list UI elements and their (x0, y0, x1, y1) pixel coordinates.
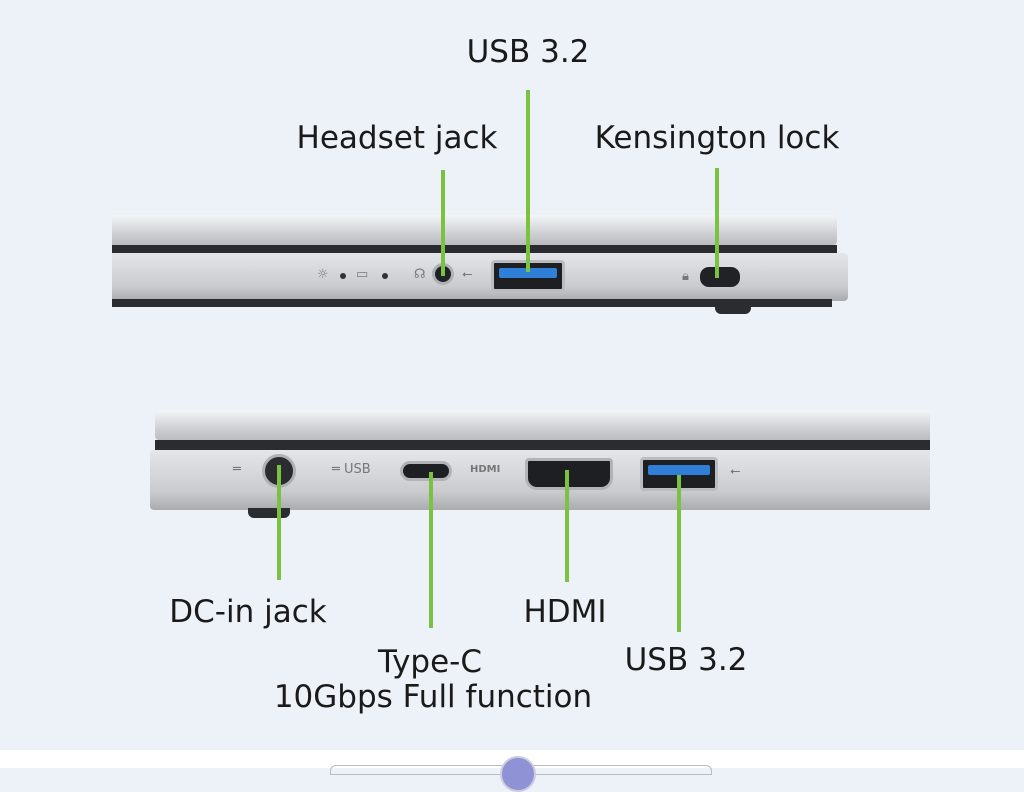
label-headset-jack: Headset jack (296, 120, 498, 156)
usb-port (491, 260, 565, 292)
callout-line-type-c (429, 472, 433, 628)
laptop-left-side: ═ ═ USB HDMI ⭠ (150, 410, 930, 520)
callout-line-bottom-usb (677, 475, 681, 632)
callout-line-top-usb (526, 90, 530, 272)
label-kensington-lock: Kensington lock (594, 120, 840, 156)
dc-symbol-icon: ═ (233, 462, 241, 477)
kensington-slot (700, 267, 740, 287)
battery-led (382, 273, 388, 279)
usb-symbol-icon: ⭠ (462, 267, 473, 282)
usb-symbol-icon: ⭠ (730, 464, 741, 479)
footer-circle-button[interactable] (500, 756, 536, 792)
hinge-gap (155, 440, 930, 450)
rubber-foot (715, 305, 751, 314)
power-light-icon: ☼ (317, 267, 329, 282)
callout-line-dc-in (277, 465, 281, 580)
label-top-usb: USB 3.2 (466, 34, 590, 70)
label-bottom-usb: USB 3.2 (624, 642, 748, 678)
label-dc-in-jack: DC-in jack (169, 594, 327, 630)
lock-icon: 🔒︎ (682, 269, 689, 284)
label-type-c: Type-C (377, 644, 483, 680)
label-hdmi: HDMI (523, 594, 607, 630)
label-type-c-subtitle: 10Gbps Full function (273, 679, 593, 715)
lid (155, 410, 930, 440)
laptop-right-side: ☼ ▭ ☊ ⭠ 🔒︎ (112, 215, 850, 315)
callout-line-headset (441, 170, 445, 276)
headset-icon: ☊ (414, 267, 426, 282)
lid (112, 215, 837, 245)
power-led (340, 273, 346, 279)
type-c-port (400, 461, 452, 481)
hdmi-port (525, 458, 613, 490)
callout-line-hdmi (565, 470, 569, 582)
hinge-gap (112, 245, 837, 253)
usb-c-symbol-icon: ═ USB (332, 462, 371, 477)
battery-icon: ▭ (356, 267, 369, 282)
footer-strip (0, 750, 1024, 792)
bottom-edge (112, 299, 832, 307)
hdmi-symbol-icon: HDMI (470, 464, 501, 475)
rubber-foot (248, 508, 290, 518)
callout-line-kensington (715, 168, 719, 278)
